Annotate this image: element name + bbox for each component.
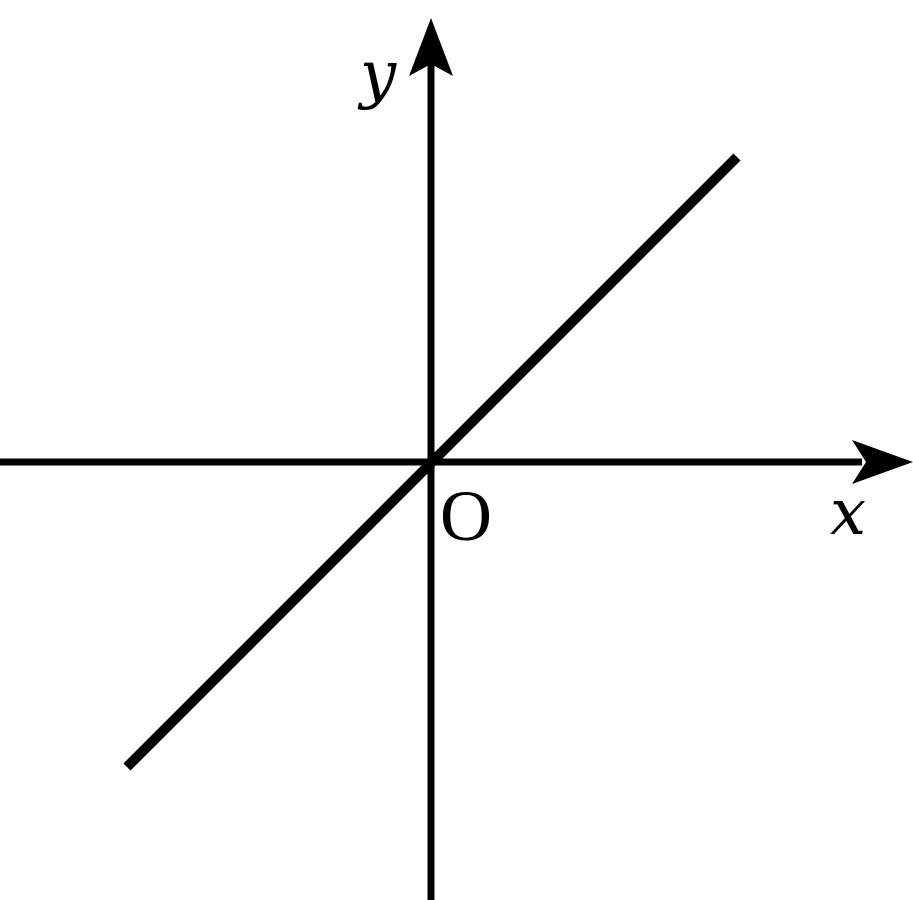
origin-label: O bbox=[440, 476, 492, 556]
y-axis-arrowhead bbox=[409, 18, 453, 76]
y-axis-label: y bbox=[357, 38, 397, 112]
x-axis-label: x bbox=[830, 476, 866, 550]
line-through-origin bbox=[123, 153, 741, 771]
x-axis-arrowhead bbox=[852, 440, 913, 484]
